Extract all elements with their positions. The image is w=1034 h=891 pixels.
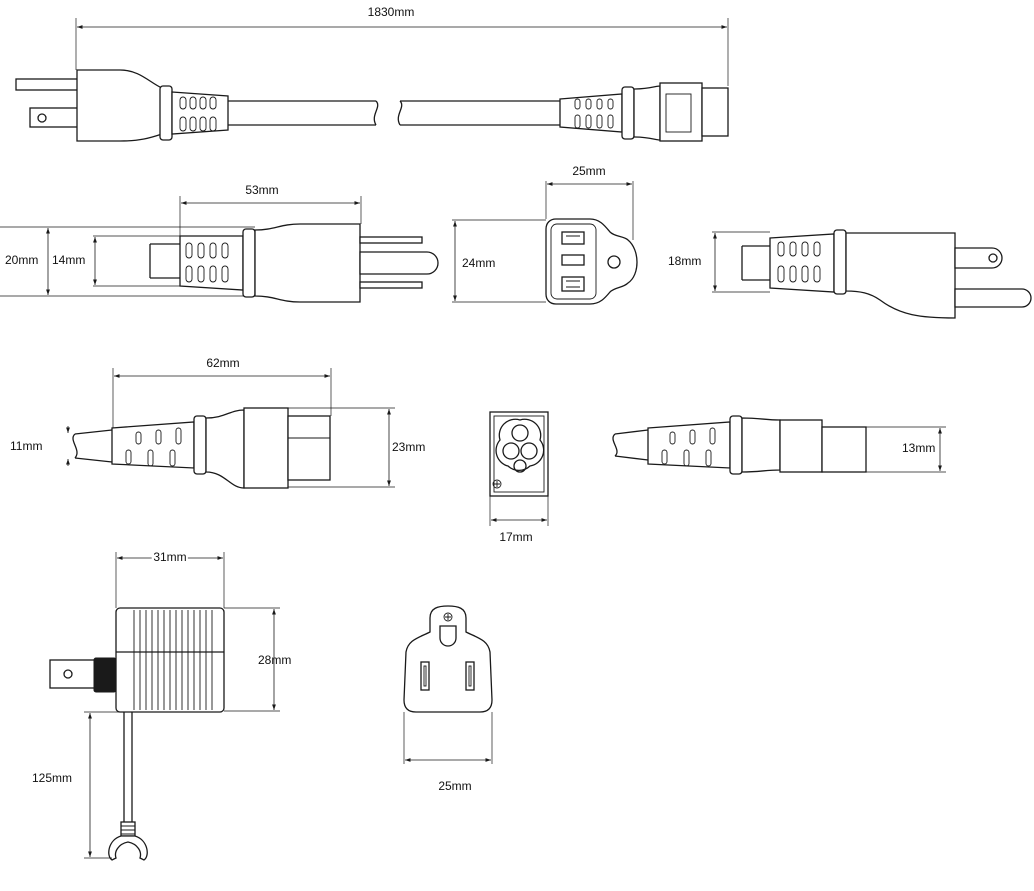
socket-contact-right	[520, 442, 538, 460]
plug-body	[845, 232, 956, 319]
dimension-label-adapter-height: 28mm	[258, 653, 291, 667]
receptacle-inner-face	[550, 223, 597, 300]
prong-hole-icon	[63, 669, 73, 679]
connector-side-view: 62mm 23mm 11mm	[10, 356, 425, 489]
socket-contact-top	[511, 424, 529, 442]
dimension-label-connector-height: 23mm	[392, 440, 425, 454]
ground-symbol-icon	[492, 479, 502, 489]
connector-label-window	[665, 93, 692, 133]
cloverleaf-socket	[495, 418, 545, 472]
connector-slots	[661, 427, 716, 467]
plug-collar	[159, 85, 173, 141]
mounting-hole-icon	[607, 255, 621, 269]
spade-terminal-icon	[108, 835, 148, 861]
adapter-ribs	[133, 610, 213, 710]
dimension-label-receptacle-width: 25mm	[572, 164, 605, 178]
connector-collar	[729, 415, 743, 475]
socket-contact-left	[502, 442, 520, 460]
receptacle-body	[545, 218, 638, 305]
connector-face-view: 17mm	[489, 411, 549, 544]
dimension-label-adapter-width: 31mm	[153, 550, 186, 564]
prong-hole-icon	[37, 113, 47, 123]
plug-prong-bottom	[359, 281, 423, 289]
cable-segment	[614, 429, 649, 461]
dimension-label-face-width: 17mm	[499, 530, 532, 544]
dimension-label-lead-length: 125mm	[32, 771, 72, 785]
connector-head	[821, 426, 867, 473]
connector-grip	[741, 417, 781, 473]
dimension-label-outlet-width: 25mm	[438, 779, 471, 793]
outlet-face-view: 25mm	[403, 605, 493, 793]
receptacle-face-view: 25mm 24mm	[452, 164, 638, 305]
connector-side-view-2: 13mm	[612, 415, 946, 475]
plug-body	[254, 223, 361, 303]
connector-collar	[621, 86, 635, 140]
plug-prong-top	[359, 236, 423, 244]
contact-slot-top	[561, 231, 585, 245]
connector-slots	[574, 98, 614, 129]
dimension-label-connector-side-height: 13mm	[902, 441, 935, 455]
connector-head	[701, 87, 729, 137]
contact-slot-middle	[561, 254, 585, 266]
connector-head	[287, 415, 331, 481]
dimension-label-plug-outer-height: 20mm	[5, 253, 38, 267]
prong-hole-icon	[988, 253, 998, 263]
outlet-slot-left	[420, 661, 430, 691]
dimension-label-cable-diameter: 11mm	[10, 439, 42, 453]
plug-side-view: 18mm	[668, 229, 1032, 319]
plug-collar	[833, 229, 847, 295]
strain-relief-slots	[185, 242, 229, 283]
plug-body	[76, 69, 163, 142]
cable-end	[741, 245, 770, 281]
strain-relief-slots	[179, 96, 217, 132]
plug-prong-top	[15, 78, 79, 91]
dimension-label-total-length: 1830mm	[368, 5, 415, 19]
socket-contact-bottom	[513, 459, 527, 473]
outlet-ground-hole	[439, 625, 457, 647]
connector-body	[243, 407, 289, 489]
adapter-insulator	[93, 657, 117, 693]
outlet-body	[403, 605, 493, 713]
connector-collar	[193, 415, 207, 475]
connector-grip	[633, 85, 661, 141]
cable-right-segment	[400, 100, 560, 126]
ground-lead-wire	[123, 712, 133, 822]
dimension-label-connector-length: 62mm	[206, 356, 239, 370]
connector-grip	[205, 409, 245, 489]
full-cord-view: 1830mm	[15, 5, 729, 142]
adapter-prong	[49, 659, 97, 689]
connector-body	[779, 419, 823, 473]
cable-break-right	[397, 100, 403, 126]
plug-prong-bottom	[29, 107, 79, 128]
cable-end	[149, 243, 180, 279]
plug-ground-pin	[359, 251, 439, 275]
cable-break-left	[373, 100, 379, 126]
contact-slot-bottom	[561, 276, 585, 292]
plug-collar	[242, 228, 256, 298]
ground-symbol-icon	[443, 612, 453, 622]
connector-slots	[125, 427, 182, 467]
dimension-label-plug-body-height: 14mm	[52, 253, 85, 267]
dimension-label-plug-side-height: 18mm	[668, 254, 701, 268]
cable-segment	[74, 429, 113, 463]
adapter-view: 31mm 28mm 125mm	[32, 548, 291, 861]
plug-detail-view: 53mm 20mm 14mm	[0, 183, 439, 303]
plug-prong-top	[954, 247, 1003, 269]
dimension-label-receptacle-height: 24mm	[462, 256, 495, 270]
outlet-slot-right	[465, 661, 475, 691]
dimension-label-plug-length: 53mm	[245, 183, 278, 197]
strain-relief-slots	[777, 241, 821, 283]
plug-ground-pin	[954, 288, 1032, 308]
